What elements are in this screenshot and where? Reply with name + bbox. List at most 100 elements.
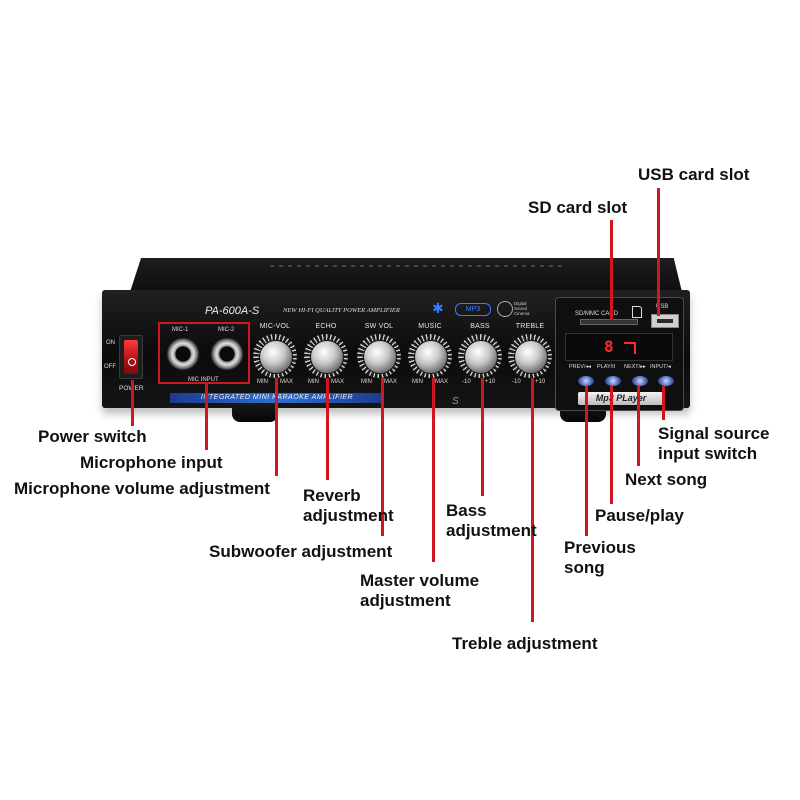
play-button-label: PLAY/II — [597, 364, 616, 370]
mic2-jack[interactable] — [210, 337, 244, 371]
knob-max-label: MAX — [435, 379, 449, 385]
amplifier-tagline: NEW HI-FI QUALITY POWER AMPLIFIER — [283, 307, 400, 314]
vent-slot — [531, 265, 535, 267]
vent-slot — [540, 265, 544, 267]
leader-signal — [662, 386, 665, 420]
vent-slot — [423, 265, 427, 267]
leader-pause — [610, 386, 613, 504]
knob-min-label: MIN — [361, 379, 372, 385]
vent-slot — [486, 265, 490, 267]
sd-card-label: SD/MMC CARD — [575, 311, 618, 317]
knob-max-label: +10 — [535, 379, 546, 385]
vent-slot — [369, 265, 373, 267]
knob-label: MIC-VOL — [259, 323, 291, 330]
display-digit: 8 — [604, 337, 614, 356]
knob-cap[interactable] — [514, 340, 548, 374]
vent-slot — [459, 265, 463, 267]
knob[interactable] — [357, 334, 401, 378]
vent-slot — [378, 265, 382, 267]
knob-min-label: MIN — [257, 379, 268, 385]
knob-min-label: MIN — [308, 379, 319, 385]
signal-source-button[interactable] — [658, 376, 674, 386]
vent-slot — [522, 265, 526, 267]
sd-card-slot[interactable] — [580, 319, 638, 325]
pause-play-button[interactable] — [605, 376, 621, 386]
next-button-label: NEXT/▸▸ — [624, 364, 646, 370]
knob-label: BASS — [470, 323, 490, 330]
vent-slot — [468, 265, 472, 267]
power-switch[interactable] — [119, 335, 143, 379]
next-song-button[interactable] — [632, 376, 648, 386]
callout-bass-line2: adjustment — [446, 521, 537, 540]
knob[interactable] — [458, 334, 502, 378]
vent-slot — [558, 265, 562, 267]
vent-slot — [513, 265, 517, 267]
sound-logo-text: Digital Sound Cinema — [514, 301, 530, 316]
callout-power-switch: Power switch — [38, 427, 147, 446]
vent-slot — [297, 265, 301, 267]
leader-previous — [585, 386, 588, 536]
power-rocker[interactable] — [124, 340, 138, 374]
vent-slot — [441, 265, 445, 267]
knob[interactable] — [304, 334, 348, 378]
knob-cap[interactable] — [310, 340, 344, 374]
knob-label: MUSIC — [418, 323, 442, 330]
knob-min-label: -10 — [512, 379, 521, 385]
amplifier-top-panel — [130, 258, 682, 292]
leader-sd — [610, 220, 613, 320]
leader-next — [637, 386, 640, 466]
usb-card-slot[interactable] — [651, 314, 679, 328]
callout-bass-line1: Bass — [446, 501, 487, 520]
input-button-label: INPUT/◂ — [650, 364, 671, 370]
leader-usb — [657, 188, 660, 316]
vent-slot — [360, 265, 364, 267]
usb-label: USB — [656, 304, 669, 310]
previous-song-button[interactable] — [578, 376, 594, 386]
knob[interactable] — [408, 334, 452, 378]
knob-min-label: -10 — [462, 379, 471, 385]
prev-button-label: PREV/◂◂ — [569, 364, 592, 370]
vent-slot — [351, 265, 355, 267]
vent-slot — [549, 265, 553, 267]
knob-max-label: +10 — [485, 379, 496, 385]
sd-card-icon — [632, 306, 642, 318]
knob-min-label: MIN — [412, 379, 423, 385]
mic1-jack[interactable] — [166, 337, 200, 371]
power-off-icon — [128, 358, 136, 366]
vent-slot — [414, 265, 418, 267]
knob-cap[interactable] — [259, 340, 293, 374]
leader-power — [131, 380, 134, 426]
vent-slot — [324, 265, 328, 267]
model-name: PA-600A-S — [205, 305, 260, 317]
callout-previous-line1: Previous — [564, 538, 636, 557]
callout-pause-play: Pause/play — [595, 506, 684, 525]
knob[interactable] — [253, 334, 297, 378]
vent-slot — [270, 265, 274, 267]
callout-next-song: Next song — [625, 470, 708, 489]
knob-cap[interactable] — [414, 340, 448, 374]
leader-subwoofer — [381, 378, 384, 536]
leader-master — [432, 378, 435, 562]
vent-slot — [279, 265, 283, 267]
knob-label: SW VOL — [364, 323, 394, 330]
leader-bass — [481, 378, 484, 496]
knob-max-label: MAX — [384, 379, 398, 385]
vent-slot — [387, 265, 391, 267]
knob-cap[interactable] — [464, 340, 498, 374]
callout-mic-volume: Microphone volume adjustment — [14, 479, 270, 498]
callout-reverb-line2: adjustment — [303, 506, 394, 525]
knob-label: TREBLE — [515, 323, 545, 330]
knob[interactable] — [508, 334, 552, 378]
vent-slot — [333, 265, 337, 267]
callout-microphone-input: Microphone input — [80, 453, 223, 472]
bluetooth-icon: ✱ — [432, 300, 444, 316]
mic1-label: MIC-1 — [172, 327, 189, 333]
left-foot — [232, 402, 278, 422]
knob-max-label: MAX — [280, 379, 294, 385]
mic-input-label: MIC INPUT — [188, 377, 219, 383]
mic2-label: MIC-2 — [218, 327, 235, 333]
vent-slot — [315, 265, 319, 267]
knob-cap[interactable] — [363, 340, 397, 374]
display-segment-icon — [624, 342, 636, 354]
callout-usb-card-slot: USB card slot — [638, 165, 750, 184]
